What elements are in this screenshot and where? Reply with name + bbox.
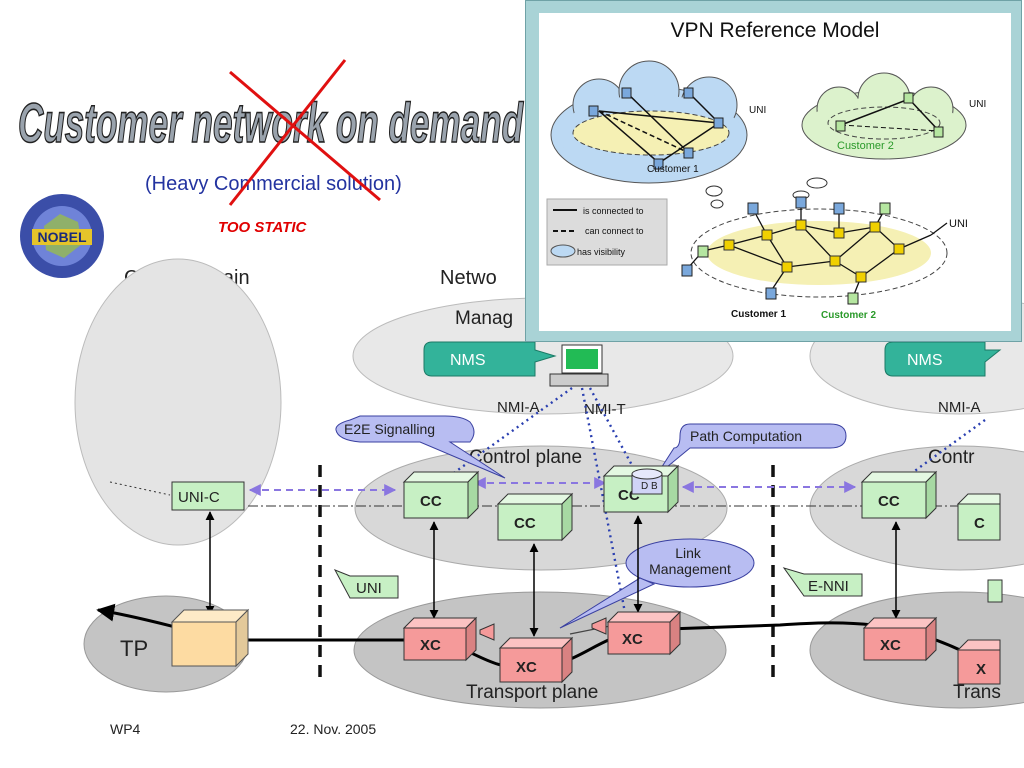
customer2-cloud: Customer 2 UNI xyxy=(801,72,986,160)
footer-left: WP4 xyxy=(110,721,141,737)
port-connector-2 xyxy=(591,617,607,635)
xc-label-5: X xyxy=(976,661,986,678)
tp-box xyxy=(170,608,250,668)
cc-box-2: CC xyxy=(496,492,574,542)
network-domain-label: Netwo xyxy=(440,267,497,289)
link-management-label: Link Management xyxy=(649,545,731,577)
cc-box-1: CC xyxy=(402,470,480,520)
cloud2-uni-label: UNI xyxy=(969,99,986,110)
cc-label-4: CC xyxy=(878,493,900,510)
tp-label: TP xyxy=(120,636,148,661)
nmi-a-label-1: NMI-A xyxy=(497,399,540,416)
nms-label-1: NMS xyxy=(450,352,486,369)
cc-label-5: C xyxy=(974,515,985,532)
provider-uni-label: UNI xyxy=(949,218,968,230)
cc-box-5: C xyxy=(956,493,1001,541)
partial-green-box xyxy=(987,579,1003,603)
uni-c-dotted-link xyxy=(109,481,171,496)
db-label: D B xyxy=(641,481,658,492)
cloud1-customer-label: Customer 1 xyxy=(647,164,699,175)
path-computation-callout: Path Computation xyxy=(655,423,847,477)
control-plane-label-1: Control plane xyxy=(469,447,582,468)
nms-callout-1: NMS xyxy=(423,341,557,377)
database-icon: D B xyxy=(631,468,663,495)
e-nni-label: E-NNI xyxy=(808,578,849,595)
xc-box-4: XC xyxy=(862,616,938,662)
footer-date: 22. Nov. 2005 xyxy=(290,721,376,737)
inset-legend: is connected to can connect to has visib… xyxy=(546,198,668,266)
xc-label-4: XC xyxy=(880,637,901,654)
management-computer-icon xyxy=(549,344,609,387)
path-computation-label: Path Computation xyxy=(690,428,802,444)
provider-network: UNI xyxy=(681,196,968,305)
e2e-signalling-callout: E2E Signalling xyxy=(335,415,506,479)
vpn-reference-model-inset: VPN Reference Model xyxy=(525,0,1022,342)
management-links xyxy=(436,387,986,619)
logo-text: NOBEL xyxy=(38,229,87,245)
cloud2-customer-label: Customer 2 xyxy=(837,140,894,152)
bottom-customer1-label: Customer 1 xyxy=(731,309,786,320)
cc-label-2: CC xyxy=(514,515,536,532)
cc-box-4: CC xyxy=(860,470,938,520)
legend-can-connect: can connect to xyxy=(585,226,644,236)
xc-label-1: XC xyxy=(420,637,441,654)
slide-title: Customer network on demand xyxy=(18,91,524,154)
thought-bubbles xyxy=(705,177,828,209)
inset-panel: VPN Reference Model xyxy=(539,13,1011,331)
legend-connected: is connected to xyxy=(583,206,644,216)
inset-title: VPN Reference Model xyxy=(670,19,880,42)
xc-box-2: XC xyxy=(498,636,574,684)
legend-visibility: has visibility xyxy=(577,247,626,257)
uni-callout: UNI xyxy=(333,569,399,599)
vpn-model-figure: Customer 1 UNI Custo xyxy=(546,60,986,321)
link-management-callout: Link Management xyxy=(559,538,755,629)
customer1-cloud: Customer 1 UNI xyxy=(550,60,766,184)
verdict-label: TOO STATIC xyxy=(218,219,307,236)
domain-boundaries xyxy=(318,465,775,680)
cloud1-uni-label: UNI xyxy=(749,105,766,116)
xc-box-1: XC xyxy=(402,616,478,662)
nobel-logo: NOBEL xyxy=(20,194,104,278)
slide-subtitle: (Heavy Commercial solution) xyxy=(145,173,402,195)
port-connector-1 xyxy=(479,623,495,641)
bottom-customer2-label: Customer 2 xyxy=(821,310,876,321)
xc-label-2: XC xyxy=(516,659,537,676)
nms-callout-2: NMS xyxy=(884,341,1002,377)
xc-box-5: X xyxy=(956,639,1001,685)
xc-box-3: XC xyxy=(606,610,682,656)
transport-plane-label-1: Transport plane xyxy=(466,682,598,703)
xc-label-3: XC xyxy=(622,631,643,648)
nms-label-2: NMS xyxy=(907,352,943,369)
nmi-t-label: NMI-T xyxy=(584,401,626,418)
transport-plane-label-2: Trans xyxy=(953,682,1001,703)
client-domain-ellipse xyxy=(74,258,282,546)
cross-out-mark xyxy=(228,59,381,206)
signalling-arrows xyxy=(248,477,857,496)
nmi-a-label-2: NMI-A xyxy=(938,399,981,416)
vertical-links xyxy=(205,511,901,637)
e-nni-callout: E-NNI xyxy=(782,567,863,597)
control-plane-label-2: Contr xyxy=(928,447,975,468)
uni-label: UNI xyxy=(356,580,382,597)
management-label: Manag xyxy=(455,308,513,329)
cc-label-1: CC xyxy=(420,493,442,510)
e2e-signalling-label: E2E Signalling xyxy=(344,421,435,437)
uni-c-box: UNI-C xyxy=(171,481,245,511)
uni-c-label: UNI-C xyxy=(178,489,220,506)
